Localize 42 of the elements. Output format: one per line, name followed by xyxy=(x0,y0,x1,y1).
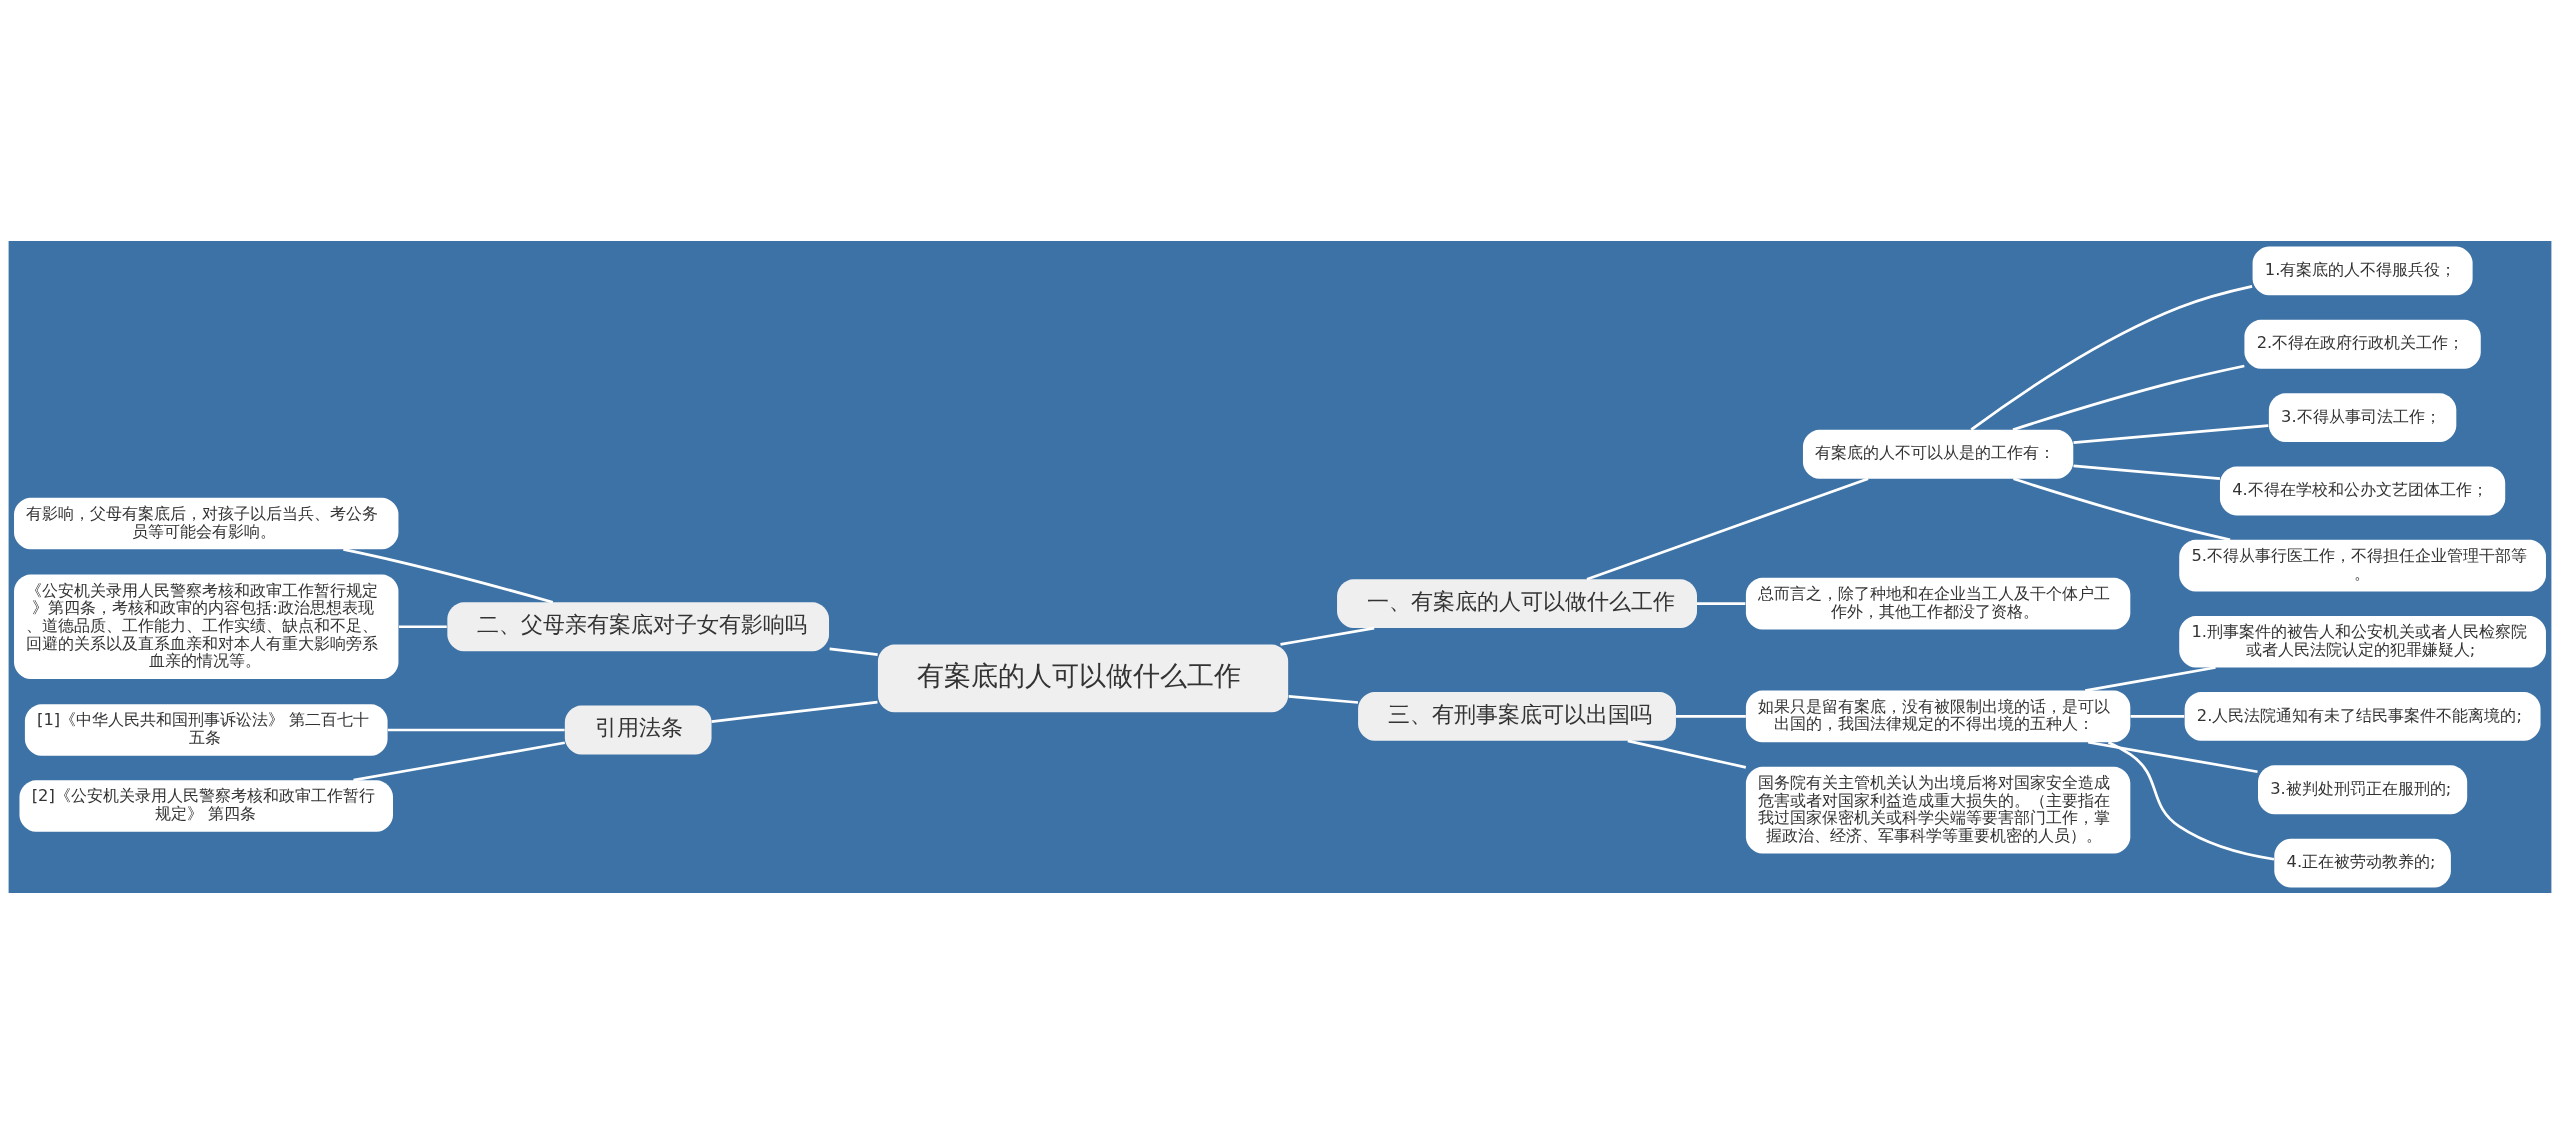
connector xyxy=(399,624,447,628)
node-box: 5.不得从事行医工作，不得担任企业管理干部等。 xyxy=(2179,539,2546,591)
node-box: 3.被判处刑罚正在服刑的; xyxy=(2258,764,2468,814)
connector xyxy=(2130,714,2185,718)
node-box: 1.有案底的人不得服兵役； xyxy=(2252,245,2473,295)
node-box: 2.人民法院通知有未了结民事案件不能离境的; xyxy=(2184,691,2541,741)
connector xyxy=(2012,364,2245,431)
node-box: 有影响，父母有案底后，对孩子以后当兵、考公务员等可能会有影响。 xyxy=(14,497,399,549)
connector xyxy=(1627,739,1747,769)
connector xyxy=(1280,626,1375,646)
node-box: 有案底的人不可以从是的工作有： xyxy=(1802,429,2074,479)
connector xyxy=(2013,477,2231,541)
node-box: 3.不得从事司法工作； xyxy=(2268,392,2457,442)
connector xyxy=(387,728,565,731)
node-box: 一、有案底的人可以做什么工作 xyxy=(1337,578,1697,628)
connector xyxy=(1697,601,1746,605)
connector xyxy=(2073,464,2221,480)
node-box: 2.不得在政府行政机关工作； xyxy=(2244,319,2481,369)
node-box: 二、父母亲有案底对子女有影响吗 xyxy=(447,601,830,651)
connector xyxy=(2107,740,2275,861)
node-box: 4.正在被劳动教养的; xyxy=(2274,838,2451,888)
connector xyxy=(711,700,878,723)
connector xyxy=(1586,477,1869,580)
connector xyxy=(2084,665,2216,692)
connector xyxy=(1288,694,1359,704)
node-box: [2]《公安机关录用人民警察考核和政审工作暂行规定》 第四条 xyxy=(19,779,393,832)
node-box: 4.不得在学校和公办文艺团体工作； xyxy=(2219,466,2506,515)
connector xyxy=(353,740,565,782)
connector xyxy=(1970,284,2253,431)
node-box: 有案底的人可以做什么工作 xyxy=(877,643,1289,712)
node-box: [1]《中华人民共和国刑事诉讼法》 第二百七十五条 xyxy=(24,703,388,756)
connector xyxy=(829,647,878,656)
connector xyxy=(2073,423,2269,444)
connector xyxy=(1675,714,1746,718)
node-box: 总而言之，除了种地和在企业当工人及干个体户工作外，其他工作都没了资格。 xyxy=(1745,577,2131,629)
node-box: 1.刑事案件的被告人和公安机关或者人民检察院或者人民法院认定的犯罪嫌疑人; xyxy=(2179,615,2546,667)
node-box: 《公安机关录用人民警察考核和政审工作暂行规定》第四条，考核和政审的内容包括:政治思想表现、道德品质、工作能力、工作实绩、缺点和不足、回避的关系以及直系血亲和对本人有重大影响旁系血亲的情况等。 xyxy=(14,573,399,679)
node-box: 引用法条 xyxy=(564,705,712,754)
node-box: 三、有刑事案底可以出国吗 xyxy=(1358,691,1676,741)
node-box: 如果只是留有案底，没有被限制出境的话，是可以出国的，我国法律规定的不得出境的五种人： xyxy=(1745,690,2131,742)
connector xyxy=(2087,740,2258,773)
node-box: 国务院有关主管机关认为出境后将对国家安全造成危害或者对国家利益造成重大损失的。（主要指在我过国家保密机关或科学尖端等要害部门工作，掌握政治、经济、军事科学等重要机密的人员）。 xyxy=(1745,766,2131,854)
